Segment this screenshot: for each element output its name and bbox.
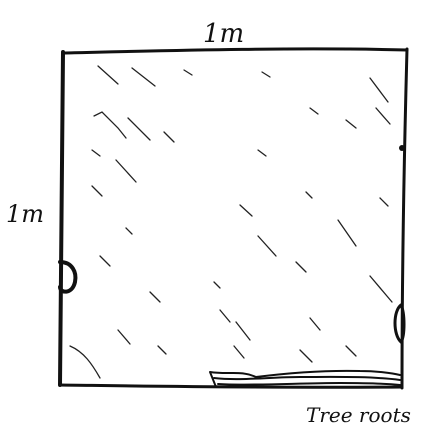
square-outline (60, 49, 407, 388)
right-side-dot (399, 145, 405, 151)
square-left-edge (60, 52, 63, 385)
square-top-edge (63, 49, 407, 53)
left-side-label: 1m (6, 200, 44, 228)
tree-roots-marking (210, 371, 400, 387)
shading-hatches (70, 66, 392, 378)
top-side-label: 1m (203, 19, 244, 49)
right-side-loop (395, 305, 404, 342)
tree-roots-label: Tree roots (306, 403, 411, 427)
side-marks (60, 145, 405, 342)
